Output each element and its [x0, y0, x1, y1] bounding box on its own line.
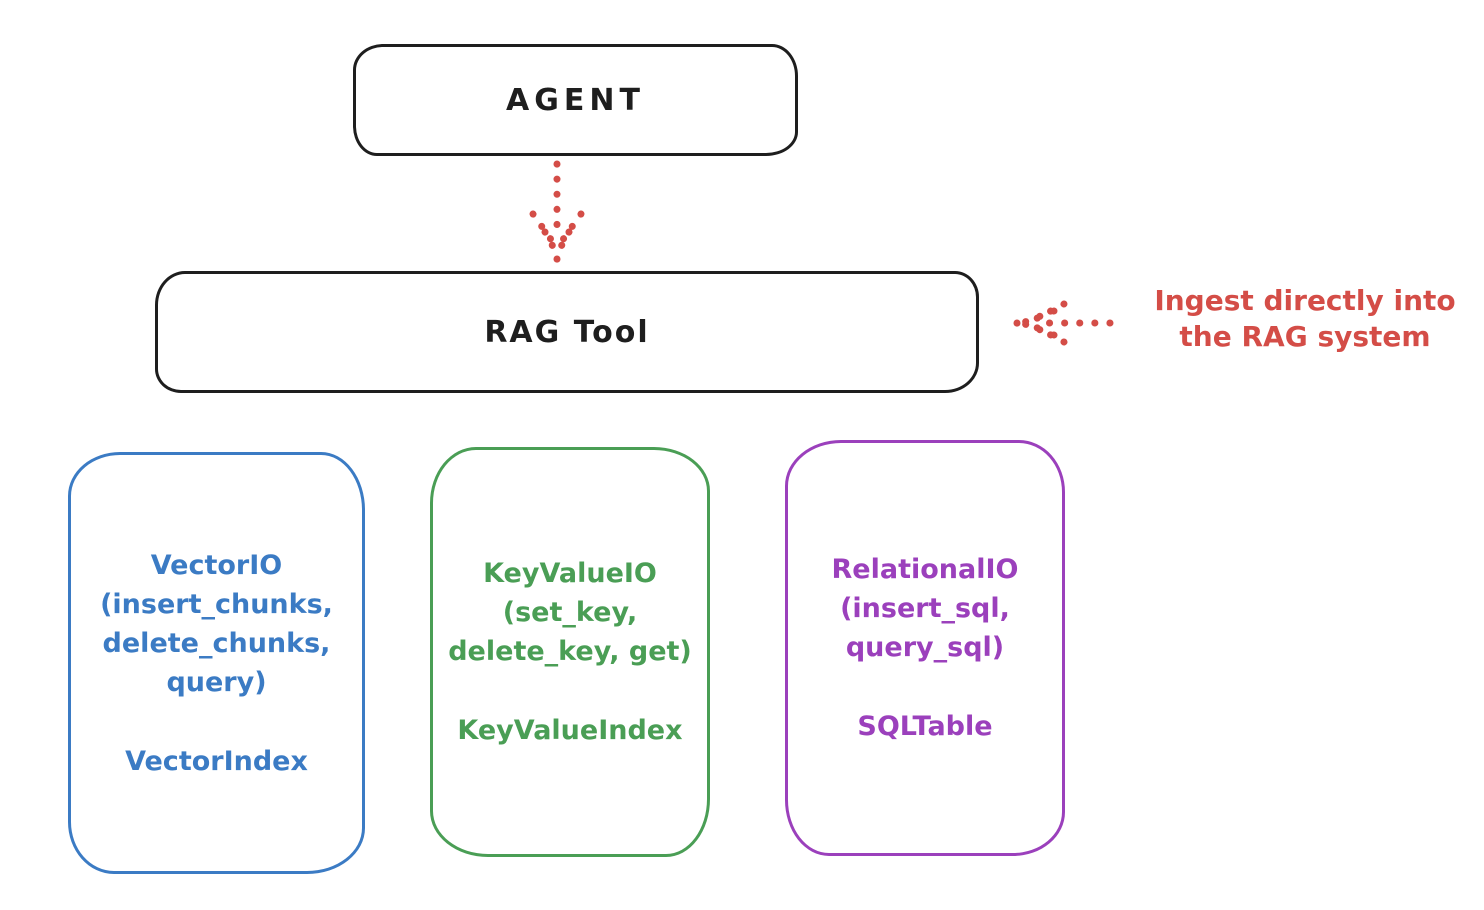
ingest-annotation: Ingest directly into the RAG system [1128, 283, 1482, 355]
vectorio-title-line: delete_chunks, [102, 627, 331, 659]
keyvalueio-node[interactable]: KeyValueIO (set_key, delete_key, get) Ke… [430, 447, 710, 857]
rag-tool-node[interactable]: RAG Tool [155, 271, 979, 393]
keyvalueio-title-line: KeyValueIO [483, 558, 657, 589]
keyvalueio-content: KeyValueIO (set_key, delete_key, get) Ke… [448, 554, 692, 750]
agent-node[interactable]: AGENT [353, 44, 798, 156]
vectorio-node[interactable]: VectorIO (insert_chunks, delete_chunks, … [68, 452, 365, 874]
vectorio-content: VectorIO (insert_chunks, delete_chunks, … [100, 546, 333, 781]
relationalio-title-line: (insert_sql, [840, 593, 1010, 624]
keyvalueio-index-label: KeyValueIndex [457, 715, 683, 746]
relationalio-index-label: SQLTable [857, 711, 993, 742]
relationalio-title-line: RelationalIO [831, 554, 1019, 585]
rag-tool-label: RAG Tool [484, 314, 650, 350]
vectorio-title-line: query) [166, 666, 267, 698]
keyvalueio-title-line: (set_key, [502, 597, 638, 628]
relationalio-content: RelationalIO (insert_sql, query_sql) SQL… [832, 550, 1019, 746]
agent-label: AGENT [506, 82, 645, 118]
ingest-annotation-arrow [1013, 300, 1114, 346]
ingest-annotation-line-2: the RAG system [1179, 320, 1431, 353]
vectorio-index-label: VectorIndex [125, 745, 308, 777]
vectorio-title-line: (insert_chunks, [100, 588, 333, 620]
agent-to-rag-arrow [529, 160, 585, 263]
relationalio-node[interactable]: RelationalIO (insert_sql, query_sql) SQL… [785, 440, 1065, 856]
keyvalueio-title-line: delete_key, get) [448, 636, 692, 667]
ingest-annotation-line-1: Ingest directly into [1154, 284, 1456, 317]
vectorio-title-line: VectorIO [150, 549, 283, 581]
relationalio-title-line: query_sql) [845, 632, 1005, 663]
